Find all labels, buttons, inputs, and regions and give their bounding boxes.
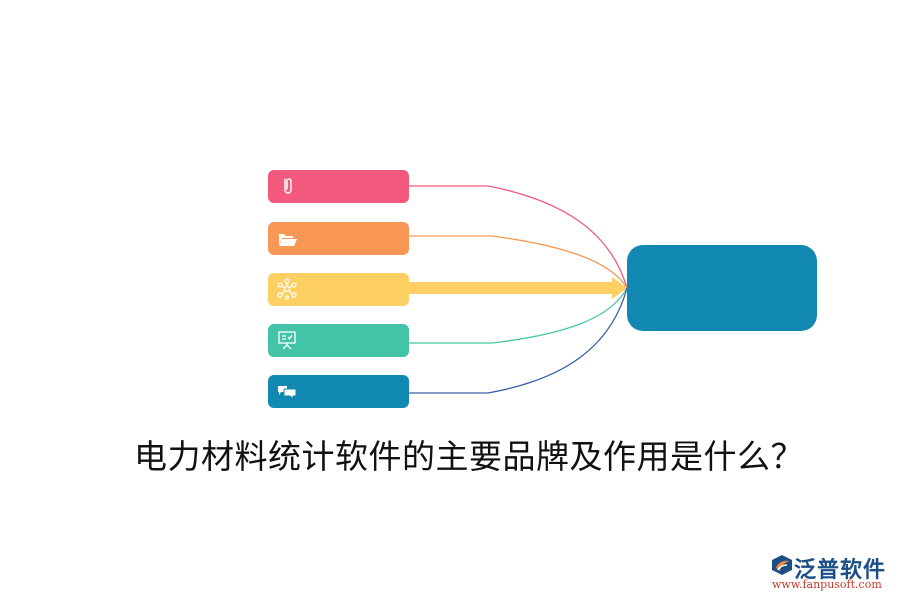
connector-2 (409, 235, 628, 289)
chat-bubbles-icon (278, 386, 297, 401)
diagram-title: 电力材料统计软件的主要品牌及作用是什么？ (134, 437, 804, 476)
connector-5 (409, 287, 628, 394)
connector-4 (409, 287, 628, 344)
central-hub-node[interactable] (627, 245, 817, 331)
brand-logo: 泛普软件 www.fanpusoft.com (766, 552, 896, 592)
presentation-board-icon (278, 331, 296, 350)
logo-mark-icon (772, 555, 792, 575)
branch-box-4[interactable] (268, 324, 409, 357)
connector-1 (409, 185, 628, 289)
logo-url-text: www.fanpusoft.com (772, 578, 882, 591)
logo-brand-text: 泛普软件 (794, 558, 887, 583)
folder-open-icon (279, 234, 297, 246)
branch-box-2[interactable] (268, 222, 409, 255)
connector-3-arrow (409, 277, 627, 299)
branch-box-1[interactable] (268, 170, 409, 203)
branch-box-3[interactable] (268, 273, 409, 306)
branch-box-5[interactable] (268, 375, 409, 408)
paperclip-icon (284, 178, 292, 194)
network-icon (277, 278, 297, 300)
